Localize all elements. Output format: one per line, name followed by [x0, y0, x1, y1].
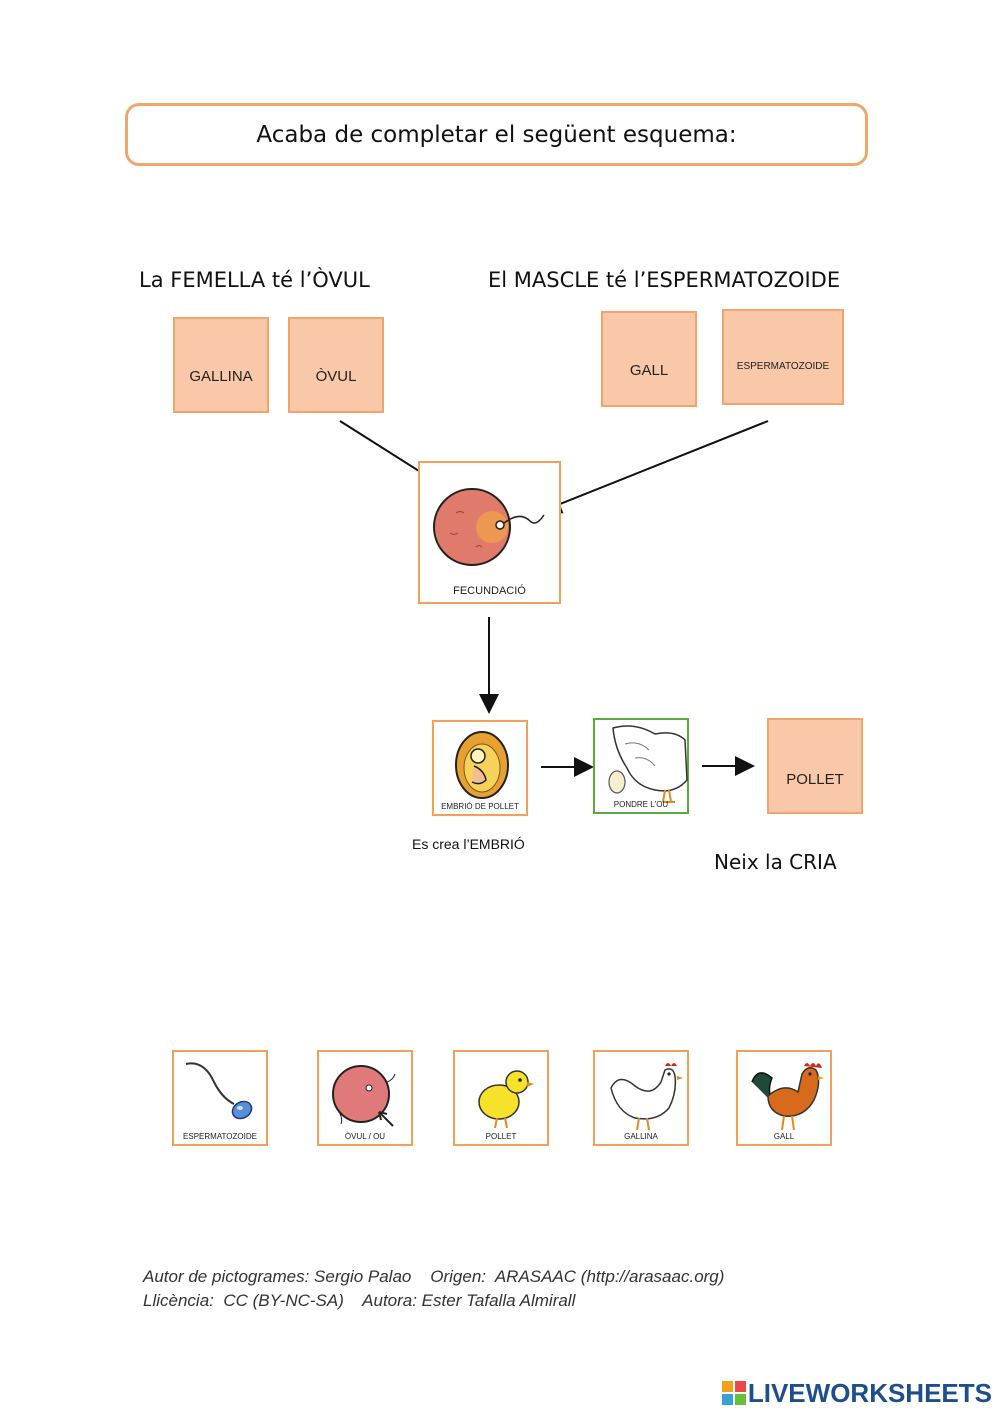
arrow-sperm-to-fecundacio [541, 420, 769, 514]
card-pollet-label: POLLET [485, 1132, 517, 1141]
chick-icon [478, 1070, 534, 1129]
hen-laying-egg-icon [608, 725, 688, 803]
liveworksheets-logo-icon [721, 1381, 746, 1405]
footer-credits: Autor de pictogrames: Sergio Palao Orige… [143, 1265, 724, 1313]
hen-icon [610, 1063, 683, 1131]
pondre-label: PONDRE L'OU [613, 800, 669, 809]
drop-box-espermatozoide-label: ESPERMATOZOIDE [736, 360, 830, 372]
card-ovul[interactable]: ÒVUL / OU [317, 1050, 413, 1146]
sperm-icon [185, 1062, 253, 1120]
pondre-pictogram: PONDRE L'OU [593, 718, 689, 814]
card-gallina[interactable]: GALLINA [593, 1050, 689, 1146]
fecundacio-label: FECUNDACIÓ [453, 585, 526, 597]
cria-caption: Neix la CRIA [714, 850, 837, 874]
embrio-caption: Es crea l’EMBRIÓ [412, 836, 525, 852]
card-gallina-label: GALLINA [624, 1132, 658, 1141]
drop-box-ovul-label: ÒVUL [315, 367, 357, 385]
instruction-title-text: Acaba de completar el següent esquema: [256, 121, 737, 148]
card-gall-label: GALL [773, 1132, 795, 1141]
brand-text: LIVEWORKSHEETS [747, 1378, 992, 1408]
card-espermatozoide-label: ESPERMATOZOIDE [183, 1132, 257, 1141]
female-heading: La FEMELLA té l’ÒVUL [139, 268, 370, 292]
liveworksheets-brand: LIVEWORKSHEETS [721, 1378, 992, 1409]
footer-line-2: Llicència: CC (BY-NC-SA) Autora: Ester T… [143, 1291, 576, 1310]
card-pollet[interactable]: POLLET [453, 1050, 549, 1146]
ovum-icon [332, 1065, 396, 1127]
embrio-label: EMBRIÓ DE POLLET [441, 802, 519, 811]
instruction-title: Acaba de completar el següent esquema: [125, 103, 868, 166]
fecundacio-pictogram: FECUNDACIÓ [418, 461, 561, 604]
card-ovul-label: ÒVUL / OU [344, 1132, 386, 1141]
embryo-icon [455, 731, 509, 799]
card-gall[interactable]: GALL [736, 1050, 832, 1146]
card-espermatozoide[interactable]: ESPERMATOZOIDE [172, 1050, 268, 1146]
rooster-icon [751, 1063, 824, 1131]
footer-line-1: Autor de pictogrames: Sergio Palao Orige… [143, 1267, 725, 1286]
fertilization-icon [433, 488, 545, 566]
embrio-pictogram: EMBRIÓ DE POLLET [432, 720, 528, 816]
drop-box-ovul[interactable]: ÒVUL [288, 317, 384, 413]
drop-box-pollet[interactable]: POLLET [767, 718, 863, 814]
drop-box-gall[interactable]: GALL [601, 311, 697, 407]
drop-box-gallina[interactable]: GALLINA [173, 317, 269, 413]
male-heading: El MASCLE té l’ESPERMATOZOIDE [488, 268, 841, 292]
drop-box-gall-label: GALL [629, 361, 669, 379]
drop-box-espermatozoide[interactable]: ESPERMATOZOIDE [722, 309, 844, 405]
drop-box-gallina-label: GALLINA [189, 367, 253, 385]
drop-box-pollet-label: POLLET [786, 770, 844, 788]
